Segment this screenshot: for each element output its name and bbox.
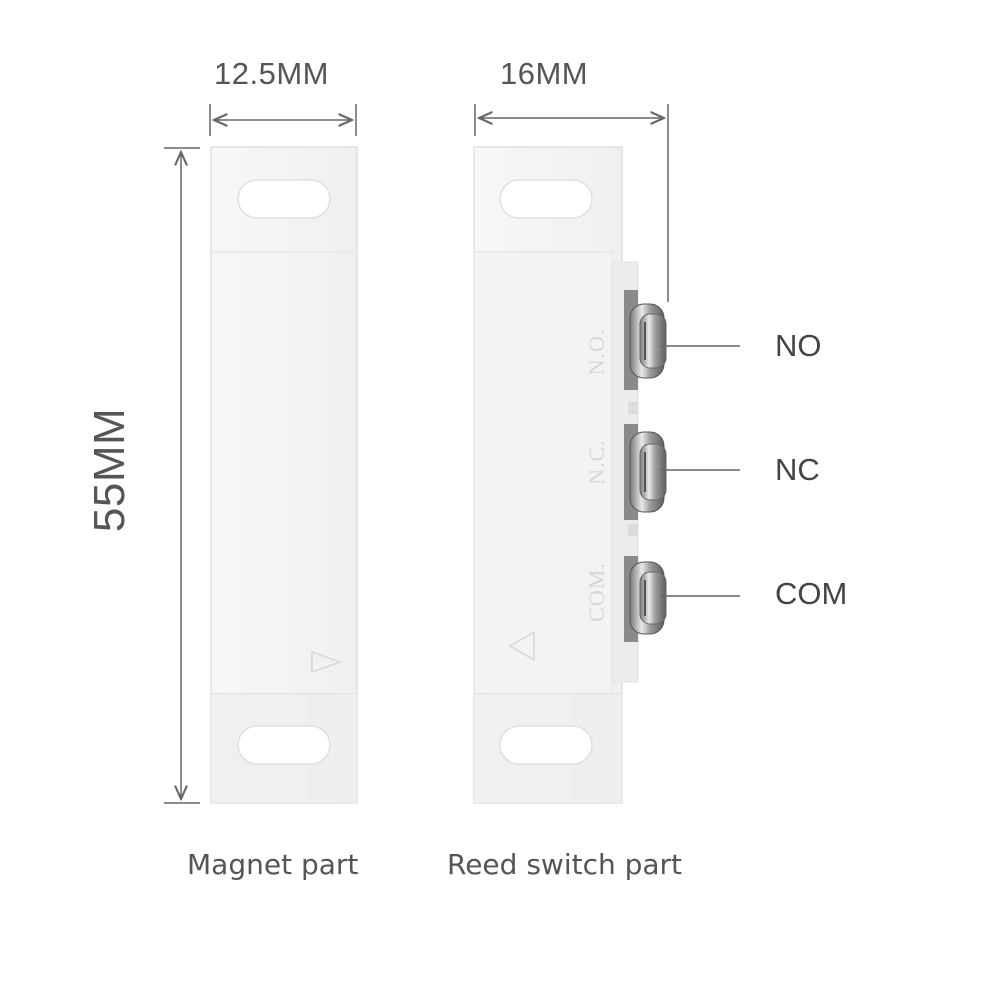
height-label: 55MM xyxy=(85,407,134,533)
magnet-width-dimension xyxy=(209,104,357,136)
magnet-caption: Magnet part xyxy=(187,848,359,881)
terminal-nc-label: NC xyxy=(775,452,820,487)
screw-terminal-com xyxy=(624,556,667,642)
engraved-com-text: COM. xyxy=(584,562,609,622)
reed-bottom-mounting-hole xyxy=(499,725,593,765)
reed-switch-part: N.O. N.C. COM. xyxy=(473,146,667,804)
reed-width-dimension xyxy=(474,104,669,302)
magnet-bottom-mounting-hole xyxy=(237,725,331,765)
height-dimension xyxy=(164,147,200,804)
magnet-top-mounting-hole xyxy=(237,179,331,219)
engraved-no-text: N.O. xyxy=(584,329,609,376)
terminal-com-label: COM xyxy=(775,576,848,611)
magnet-part xyxy=(210,146,358,804)
screw-terminal-nc xyxy=(624,424,667,520)
terminal-no-label: NO xyxy=(775,328,822,363)
magnet-arrow-mark xyxy=(311,650,343,674)
magnet-width-label: 12.5MM xyxy=(214,56,329,91)
reed-arrow-mark xyxy=(508,630,535,662)
reed-width-label: 16MM xyxy=(500,56,589,91)
reed-caption: Reed switch part xyxy=(447,848,683,881)
engraved-nc-text: N.C. xyxy=(584,439,609,485)
screw-terminal-no xyxy=(624,290,667,390)
reed-top-mounting-hole xyxy=(499,179,593,219)
